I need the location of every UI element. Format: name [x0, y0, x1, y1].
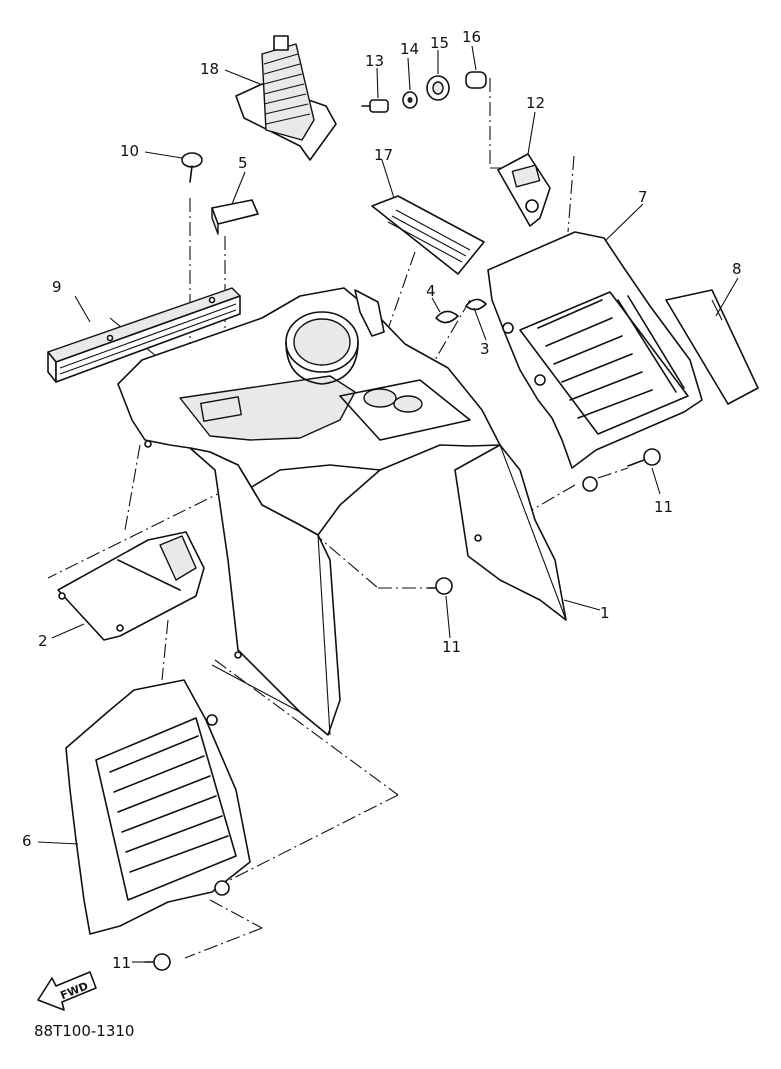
callout-9: 9: [52, 278, 62, 296]
part-code: 88T100-1310: [34, 1022, 134, 1040]
callout-3: 3: [480, 340, 490, 358]
callout-16: 16: [462, 28, 481, 46]
part-17-plate: [371, 195, 485, 275]
callout-8: 8: [732, 260, 742, 278]
part-7-right-panel: [487, 231, 703, 492]
callout-11-right: 11: [654, 498, 673, 516]
callout-15: 15: [430, 34, 449, 52]
part-5-clip: [211, 199, 259, 235]
callout-14: 14: [400, 40, 419, 58]
callout-4: 4: [426, 282, 436, 300]
callout-12: 12: [526, 94, 545, 112]
callout-18: 18: [200, 60, 219, 78]
part-6-left-panel: [65, 679, 251, 935]
part-12-bracket: [497, 153, 551, 227]
callout-17: 17: [374, 146, 393, 164]
part-9-rail: [47, 287, 241, 383]
leader-lines: [37, 45, 739, 963]
parts-13-16-fasteners: [361, 71, 487, 113]
parts-3-4-clips: [435, 298, 487, 324]
callout-labels: 18 10 5 9 17 13 14 15 16 12 7 8 4 3 11 1…: [22, 28, 742, 972]
callout-2: 2: [38, 632, 48, 650]
callout-11-center: 11: [442, 638, 461, 656]
part-2-bracket: [57, 531, 205, 641]
fwd-direction-arrow: FWD: [37, 971, 97, 1011]
part-8-plate: [665, 289, 759, 405]
part-18-boot: [235, 35, 337, 161]
part-10-rivet: [181, 152, 203, 183]
callout-11-bottom: 11: [112, 954, 131, 972]
callout-5: 5: [238, 154, 248, 172]
callout-1: 1: [600, 604, 610, 622]
callout-10: 10: [120, 142, 139, 160]
callout-7: 7: [638, 188, 648, 206]
callout-6: 6: [22, 832, 32, 850]
callout-13: 13: [365, 52, 384, 70]
part-11-bolts: [144, 448, 661, 971]
part-1-dash-body: [117, 287, 567, 736]
